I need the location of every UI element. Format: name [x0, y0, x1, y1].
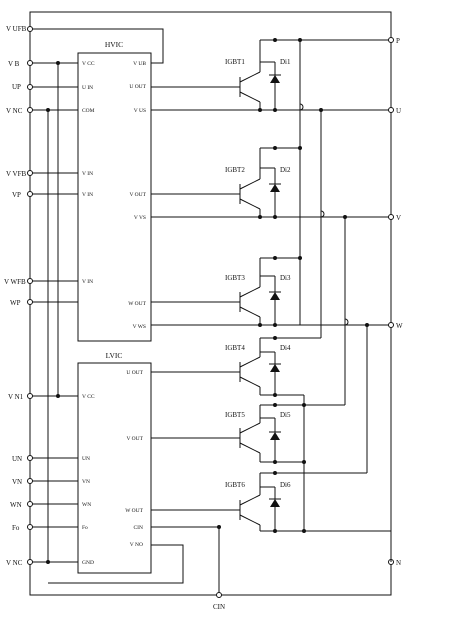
igbt2-cell — [239, 148, 281, 217]
phase-node-wires — [151, 109, 391, 326]
hvic-pin-uin: U IN — [82, 85, 93, 91]
igbt6-cell — [239, 473, 281, 531]
terminal-label-un: UN — [12, 455, 22, 463]
terminal-label-up: UP — [12, 83, 21, 91]
n-bus — [260, 405, 391, 532]
lvic-pin-uout: U OUT — [126, 370, 143, 376]
lvic-pin-cin: CIN — [134, 525, 144, 531]
lvic-pin-wn: WN — [82, 502, 91, 508]
terminal-label-vnc-top: V NC — [6, 107, 23, 115]
terminal-label-p: P — [396, 37, 400, 45]
igbt1-label: IGBT1 — [225, 58, 245, 66]
right-terminals — [388, 37, 394, 565]
right-terminal-labels: P U V W N — [396, 37, 403, 567]
hvic-pin-uout: U OUT — [129, 84, 146, 90]
diode1-label: Di1 — [280, 58, 291, 66]
hvic-block — [77, 52, 152, 342]
igbt3-label: IGBT3 — [225, 274, 245, 282]
igbt2-label: IGBT2 — [225, 166, 245, 174]
terminal-label-v: V — [396, 214, 401, 222]
hvic-title: HVIC — [105, 40, 123, 49]
terminal-label-vn1: V N1 — [8, 393, 24, 401]
lvic-pin-vn: VN — [82, 479, 90, 485]
terminal-label-wn: WN — [10, 501, 22, 509]
gate-drive-wires — [151, 86, 240, 511]
igbt4-cell — [239, 338, 305, 405]
left-terminal-labels: V UFB V B UP V NC V VFB VP V WFB WP V N1… — [4, 25, 27, 567]
left-terminals — [27, 26, 33, 565]
diode3-label: Di3 — [280, 274, 291, 282]
igbt1-cell — [239, 40, 281, 110]
lvic-pin-vno: V NO — [130, 542, 143, 548]
terminal-label-wp: WP — [10, 299, 21, 307]
p-bus — [260, 39, 391, 325]
hvic-pin-vin-3: V IN — [82, 279, 93, 285]
igbt3-cell — [239, 258, 281, 325]
lvic-pin-wout: W OUT — [125, 508, 143, 514]
lvic-pin-gnd: GND — [82, 560, 94, 566]
power-junction-dots — [217, 38, 369, 533]
lvic-block — [77, 362, 152, 574]
diode5-label: Di5 — [280, 411, 291, 419]
lvic-pin-vcc: V CC — [82, 394, 95, 400]
device-labels: IGBT1 IGBT2 IGBT3 IGBT4 IGBT5 IGBT6 Di1 … — [225, 58, 291, 489]
terminal-label-vb: V B — [8, 60, 20, 68]
terminal-label-vn: VN — [12, 478, 22, 486]
hvic-pin-vub: V UB — [133, 61, 146, 67]
terminal-label-vufb: V UFB — [6, 25, 27, 33]
terminal-label-vp: VP — [12, 191, 21, 199]
hvic-pin-vws: V WS — [133, 324, 146, 330]
hvic-pin-vvs: V VS — [134, 215, 146, 221]
igbt4-label: IGBT4 — [225, 344, 245, 352]
cin-terminal — [216, 592, 222, 598]
lvic-pin-fo: Fo — [82, 525, 88, 531]
diode6-label: Di6 — [280, 481, 291, 489]
hvic-pin-wout: W OUT — [128, 301, 146, 307]
hvic-pin-vus: V US — [134, 108, 146, 114]
hvic-pin-vout: V OUT — [129, 192, 146, 198]
lvic-pin-vout: V OUT — [126, 436, 143, 442]
terminal-label-n: N — [396, 559, 401, 567]
terminal-label-vwfb: V WFB — [4, 278, 26, 286]
lvic-pin-un: UN — [82, 456, 90, 462]
terminal-label-u: U — [396, 107, 401, 115]
hvic-pin-vin-1: V IN — [82, 171, 93, 177]
terminal-label-cin: CIN — [213, 603, 225, 611]
hvic-pin-com: COM — [82, 108, 95, 114]
lvic-pin-labels: V CC UN VN WN Fo GND U OUT V OUT W OUT C… — [82, 370, 144, 566]
hvic-pin-labels: V CC U IN COM V IN V IN V IN V UB U OUT … — [82, 61, 147, 330]
igbt6-label: IGBT6 — [225, 481, 245, 489]
diode4-label: Di4 — [280, 344, 291, 352]
terminal-label-vvfb: V VFB — [6, 170, 27, 178]
left-terminal-wiring — [30, 28, 164, 563]
terminal-label-w: W — [396, 322, 403, 330]
diode2-label: Di2 — [280, 166, 291, 174]
left-junction-dots — [46, 61, 60, 564]
hvic-pin-vin-2: V IN — [82, 192, 93, 198]
terminal-label-vnc-bottom: V NC — [6, 559, 23, 567]
lvic-title: LVIC — [106, 351, 123, 360]
phase-crossover-wires — [260, 103, 368, 474]
hvic-pin-vcc: V CC — [82, 61, 95, 67]
igbt5-cell — [239, 405, 304, 463]
igbt5-label: IGBT5 — [225, 411, 245, 419]
terminal-label-fo: Fo — [12, 524, 20, 532]
